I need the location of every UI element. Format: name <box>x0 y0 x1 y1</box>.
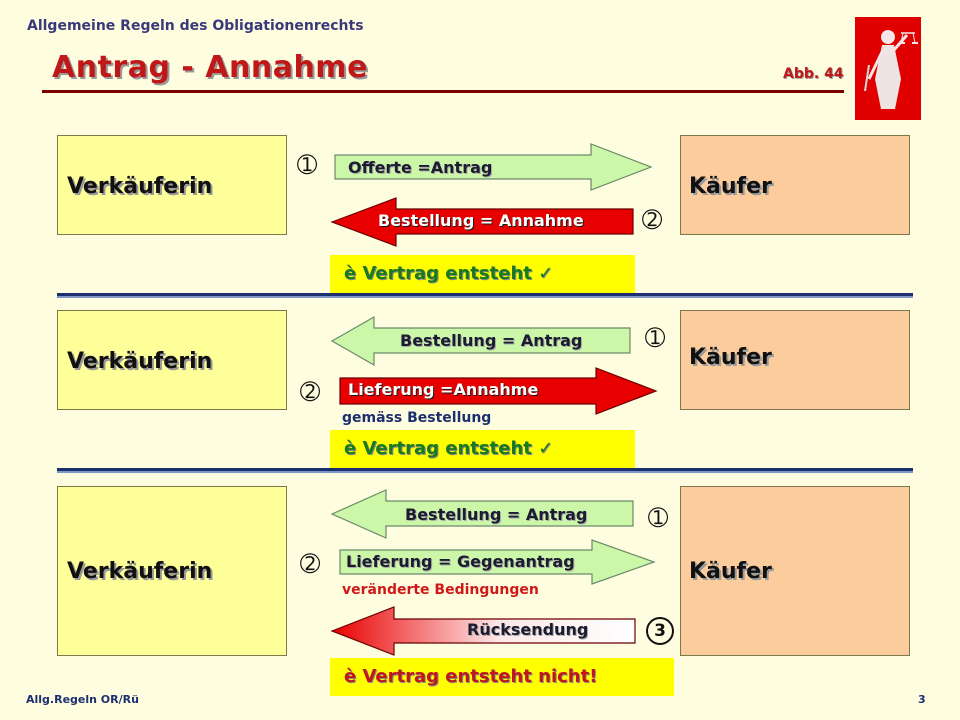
buyer-box-3: Käufer <box>680 486 910 656</box>
arrow-left-green <box>330 315 631 367</box>
arrow-left-red <box>330 197 634 247</box>
slide-title: Antrag - Annahme <box>52 50 368 85</box>
step-number-3: 3 <box>646 617 674 645</box>
arrow-left-green <box>330 489 634 539</box>
arrow-label: Bestellung = Antrag <box>405 505 588 524</box>
step-number-1: ➀ <box>647 504 669 532</box>
result-badge: è Vertrag entsteht ✓ <box>330 255 635 293</box>
arrow-note: gemäss Bestellung <box>342 410 492 426</box>
seller-box-2: Verkäuferin <box>57 310 287 410</box>
result-badge: è Vertrag entsteht ✓ <box>330 430 635 468</box>
result-text: è Vertrag entsteht ✓ <box>344 263 554 284</box>
result-text: è Vertrag entsteht ✓ <box>344 438 554 459</box>
section-divider <box>57 293 913 298</box>
seller-box-3: Verkäuferin <box>57 486 287 656</box>
arrow-left-gradient <box>330 606 636 656</box>
arrow-label: Offerte =Antrag <box>348 158 493 177</box>
arrow-label: Rücksendung <box>467 620 589 639</box>
slide-subtitle: Allgemeine Regeln des Obligationenrechts <box>27 18 364 34</box>
step-number-1: ➀ <box>644 324 666 352</box>
buyer-label: Käufer <box>689 345 772 370</box>
arrow-label: Lieferung =Annahme <box>348 380 539 399</box>
buyer-label: Käufer <box>689 174 772 199</box>
arrow-label: Bestellung = Annahme <box>378 211 584 230</box>
result-text: è Vertrag entsteht nicht! <box>344 666 598 687</box>
page-number: 3 <box>918 693 926 706</box>
seller-label: Verkäuferin <box>67 349 213 374</box>
title-underline <box>42 90 844 93</box>
result-badge: è Vertrag entsteht nicht! <box>330 658 674 696</box>
step-number-1: ➀ <box>296 151 318 179</box>
step-number-2: ➁ <box>641 206 663 234</box>
arrow-right-green <box>339 539 656 585</box>
buyer-box-2: Käufer <box>680 310 910 410</box>
arrow-label: Bestellung = Antrag <box>400 331 583 350</box>
figure-label: Abb. 44 <box>783 66 844 82</box>
step-number-2: ➁ <box>299 378 321 406</box>
seller-box-1: Verkäuferin <box>57 135 287 235</box>
buyer-box-1: Käufer <box>680 135 910 235</box>
buyer-label: Käufer <box>689 559 772 584</box>
arrow-right-green <box>334 143 653 191</box>
footer-text: Allg.Regeln OR/Rü <box>26 693 139 706</box>
section-divider <box>57 468 913 473</box>
arrow-note: veränderte Bedingungen <box>342 582 539 598</box>
justitia-logo-icon <box>855 17 921 120</box>
seller-label: Verkäuferin <box>67 174 213 199</box>
seller-label: Verkäuferin <box>67 559 213 584</box>
arrow-right-red <box>339 367 658 415</box>
arrow-label: Lieferung = Gegenantrag <box>346 552 575 571</box>
step-number-2: ➁ <box>299 550 321 578</box>
